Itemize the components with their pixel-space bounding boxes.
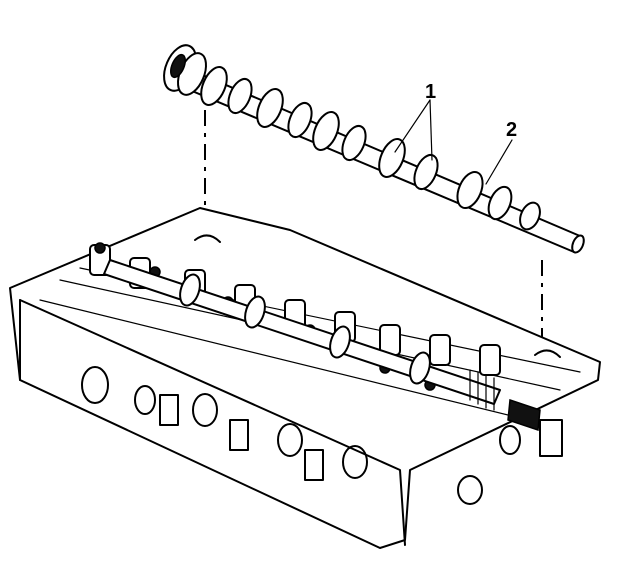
cylinder-head [9, 207, 601, 549]
exhaust-ports [81, 366, 563, 505]
callout-1: 1 [425, 81, 436, 103]
callout-leaders [394, 99, 513, 185]
camshaft-lobes [200, 66, 541, 231]
camshaft [163, 44, 585, 254]
callout-2: 2 [506, 119, 517, 141]
cam-journals [194, 234, 561, 358]
valve-springs [469, 369, 541, 432]
